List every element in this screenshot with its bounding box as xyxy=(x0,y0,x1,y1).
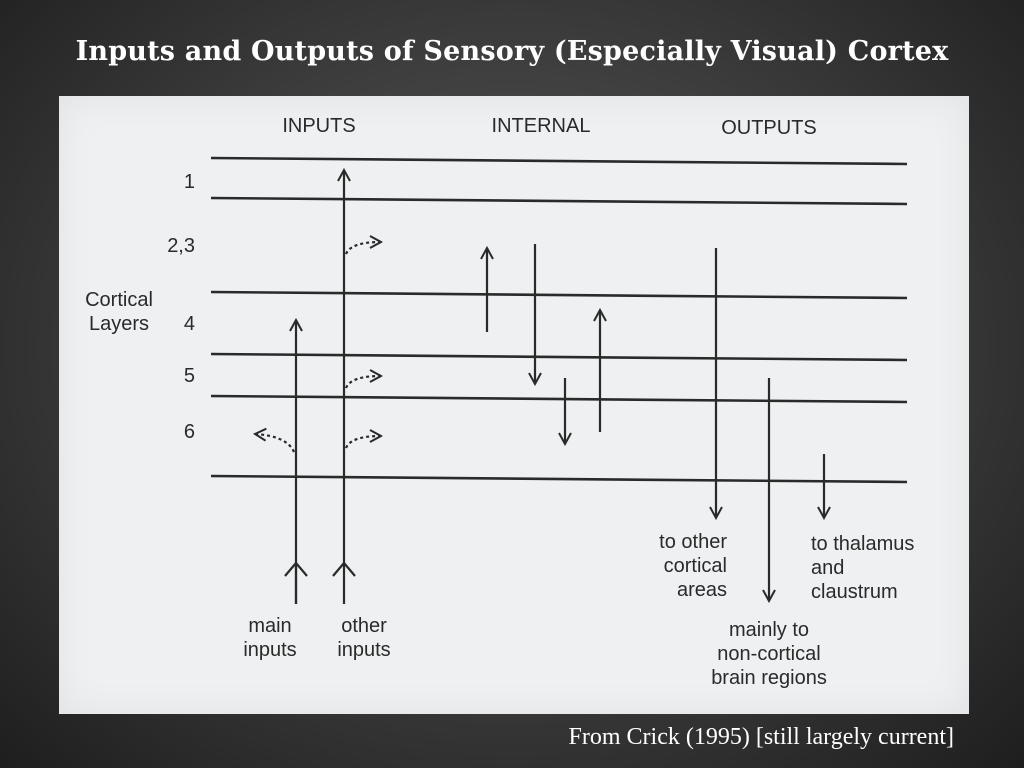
layer-line-1 xyxy=(210,196,908,206)
layer-line-23 xyxy=(210,290,908,300)
layer-label-4: 4 xyxy=(183,313,195,335)
layer-line-6 xyxy=(210,474,908,484)
output-cortical-label: to other cortical areas xyxy=(659,531,727,601)
header-internal: INTERNAL xyxy=(491,115,591,137)
cortical-layers-label: Cortical Layers xyxy=(85,289,153,335)
layer-line-5 xyxy=(210,394,908,404)
layer-label-1: 1 xyxy=(183,171,195,193)
other-input-base-head xyxy=(332,561,356,577)
layer-line-top xyxy=(210,156,908,166)
header-outputs: OUTPUTS xyxy=(721,117,817,139)
output-thalamus-label: to thalamus and claustrum xyxy=(811,533,915,603)
header-inputs: INPUTS xyxy=(282,115,356,137)
cortex-diagram: INPUTS INTERNAL OUTPUTS 1 2,3 4 5 6 Cort… xyxy=(59,96,969,714)
layer-line-4 xyxy=(210,352,908,362)
figure-caption: From Crick (1995) [still largely current… xyxy=(568,724,954,750)
layer-label-6: 6 xyxy=(183,421,195,443)
collateral-23 xyxy=(344,242,381,255)
collateral-5 xyxy=(344,376,381,389)
slide-title: Inputs and Outputs of Sensory (Especiall… xyxy=(75,36,949,67)
output-noncortical-label: mainly to non-cortical brain regions xyxy=(711,619,827,689)
layer-label-23: 2,3 xyxy=(167,235,195,257)
main-inputs-label: main inputs xyxy=(243,615,297,661)
layer-label-5: 5 xyxy=(183,365,195,387)
collateral-6 xyxy=(344,436,381,449)
collateral-6-left xyxy=(255,434,296,453)
other-inputs-label: other inputs xyxy=(337,615,391,661)
diagram-lines xyxy=(210,156,908,604)
main-input-base-head xyxy=(284,561,308,577)
